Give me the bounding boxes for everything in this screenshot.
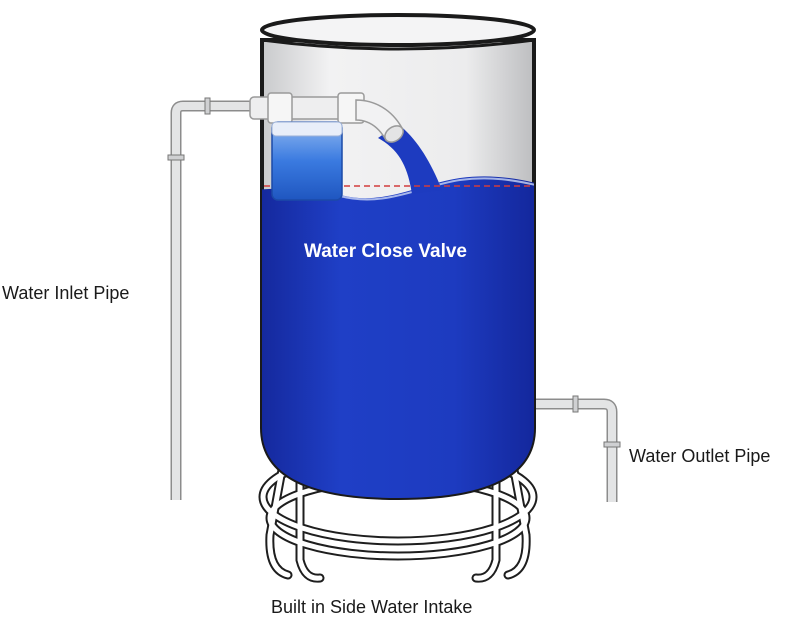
float-valve-icon [249, 92, 404, 201]
inlet-pipe-icon [167, 97, 258, 500]
inlet-pipe-label: Water Inlet Pipe [2, 283, 130, 303]
water-body [262, 176, 534, 498]
outlet-pipe-label: Water Outlet Pipe [629, 446, 771, 466]
side-intake-label: Built in Side Water Intake [271, 597, 473, 617]
close-valve-label: Water Close Valve [304, 241, 467, 262]
outlet-pipe-icon [530, 395, 621, 502]
